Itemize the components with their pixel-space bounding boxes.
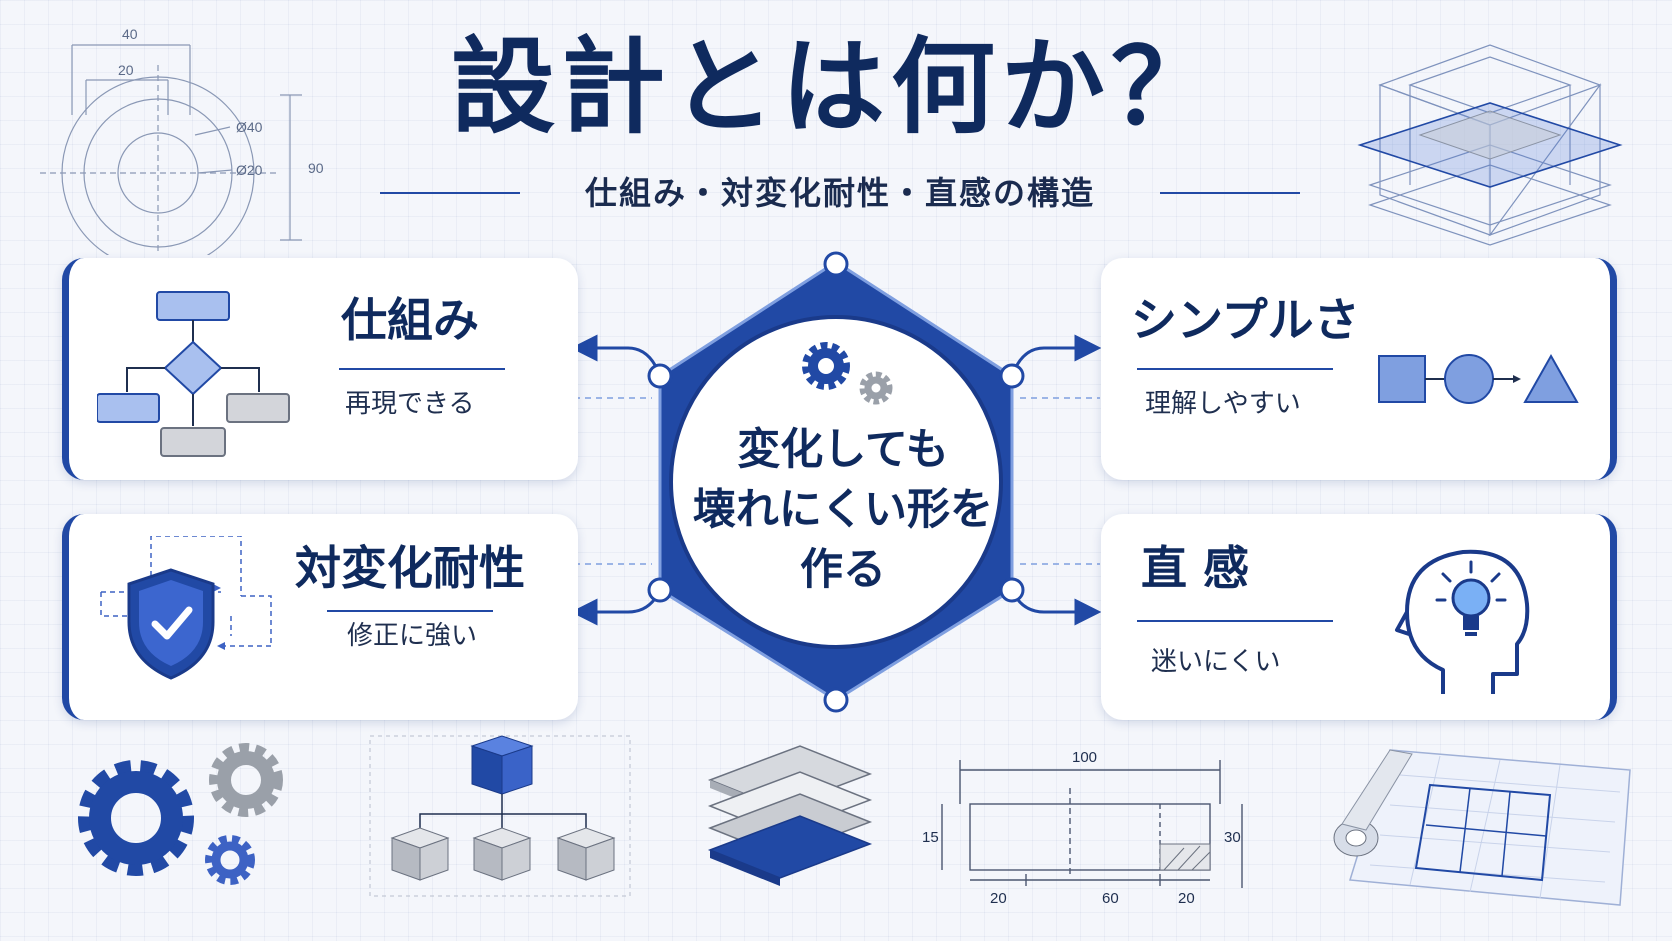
dim-o40: Ø40 — [236, 119, 263, 135]
isometric-wireframe-icon — [1357, 44, 1623, 246]
dim-40: 40 — [122, 26, 138, 42]
layers-stack-icon — [707, 745, 873, 886]
dim-20-right: 20 — [1178, 890, 1195, 907]
card-change-resistance-subtitle: 修正に強い — [347, 621, 478, 651]
subtitle-line-left — [380, 192, 520, 194]
card-mechanism-divider — [339, 368, 505, 370]
card-simplicity: シンプルさ 理解しやすい — [1101, 258, 1617, 480]
gears-icon — [78, 743, 283, 885]
card-change-resistance-title: 対変化耐性 — [295, 541, 525, 595]
page-subtitle: 仕組み・対変化耐性・直感の構造 — [584, 174, 1095, 212]
dim-100: 100 — [1072, 749, 1097, 766]
dim-15: 15 — [922, 829, 939, 846]
card-mechanism-title: 仕組み — [341, 293, 479, 347]
dim-20-left: 20 — [990, 890, 1007, 907]
lightbulb-head-icon — [1395, 549, 1530, 694]
bottom-dimension-drawing: 100 15 30 20 60 20 — [922, 749, 1243, 907]
page-title: 設計とは何か？ — [450, 26, 1221, 148]
card-intuition-title: 直 感 — [1141, 541, 1250, 595]
card-mechanism: 仕組み 再現できる — [62, 258, 578, 480]
subtitle-line-right — [1160, 192, 1300, 194]
card-change-resistance: 対変化耐性 修正に強い — [62, 514, 578, 720]
center-message-line-2: 壊れにくい形を — [692, 485, 994, 535]
shield-check-icon — [100, 536, 272, 680]
card-change-resistance-divider — [327, 610, 493, 612]
dim-o20: Ø20 — [236, 162, 263, 178]
card-simplicity-title: シンプルさ — [1131, 293, 1360, 347]
card-mechanism-subtitle: 再現できる — [345, 389, 475, 419]
blueprint-roll-icon — [1333, 749, 1631, 906]
card-intuition: 直 感 迷いにくい — [1101, 514, 1617, 720]
hierarchy-cubes-icon — [369, 735, 631, 897]
center-gear-icon — [802, 342, 893, 405]
dim-30: 30 — [1224, 829, 1241, 846]
subtitle-row: 仕組み・対変化耐性・直感の構造 — [380, 170, 1300, 220]
card-simplicity-divider — [1137, 368, 1333, 370]
center-message-line-1: 変化しても — [737, 425, 949, 475]
flowchart-icon — [97, 291, 290, 457]
top-left-technical-drawing: 40 20 Ø40 Ø20 90 — [40, 26, 324, 255]
dim-20: 20 — [118, 62, 134, 78]
dim-90: 90 — [308, 160, 324, 176]
shapes-icon — [1378, 353, 1579, 404]
card-intuition-divider — [1137, 620, 1333, 622]
card-intuition-subtitle: 迷いにくい — [1151, 647, 1281, 677]
center-message-line-3: 作る — [800, 545, 886, 595]
card-simplicity-subtitle: 理解しやすい — [1145, 389, 1301, 419]
dim-60: 60 — [1102, 890, 1119, 907]
center-message: 変化しても 壊れにくい形を 作る — [660, 420, 1026, 600]
